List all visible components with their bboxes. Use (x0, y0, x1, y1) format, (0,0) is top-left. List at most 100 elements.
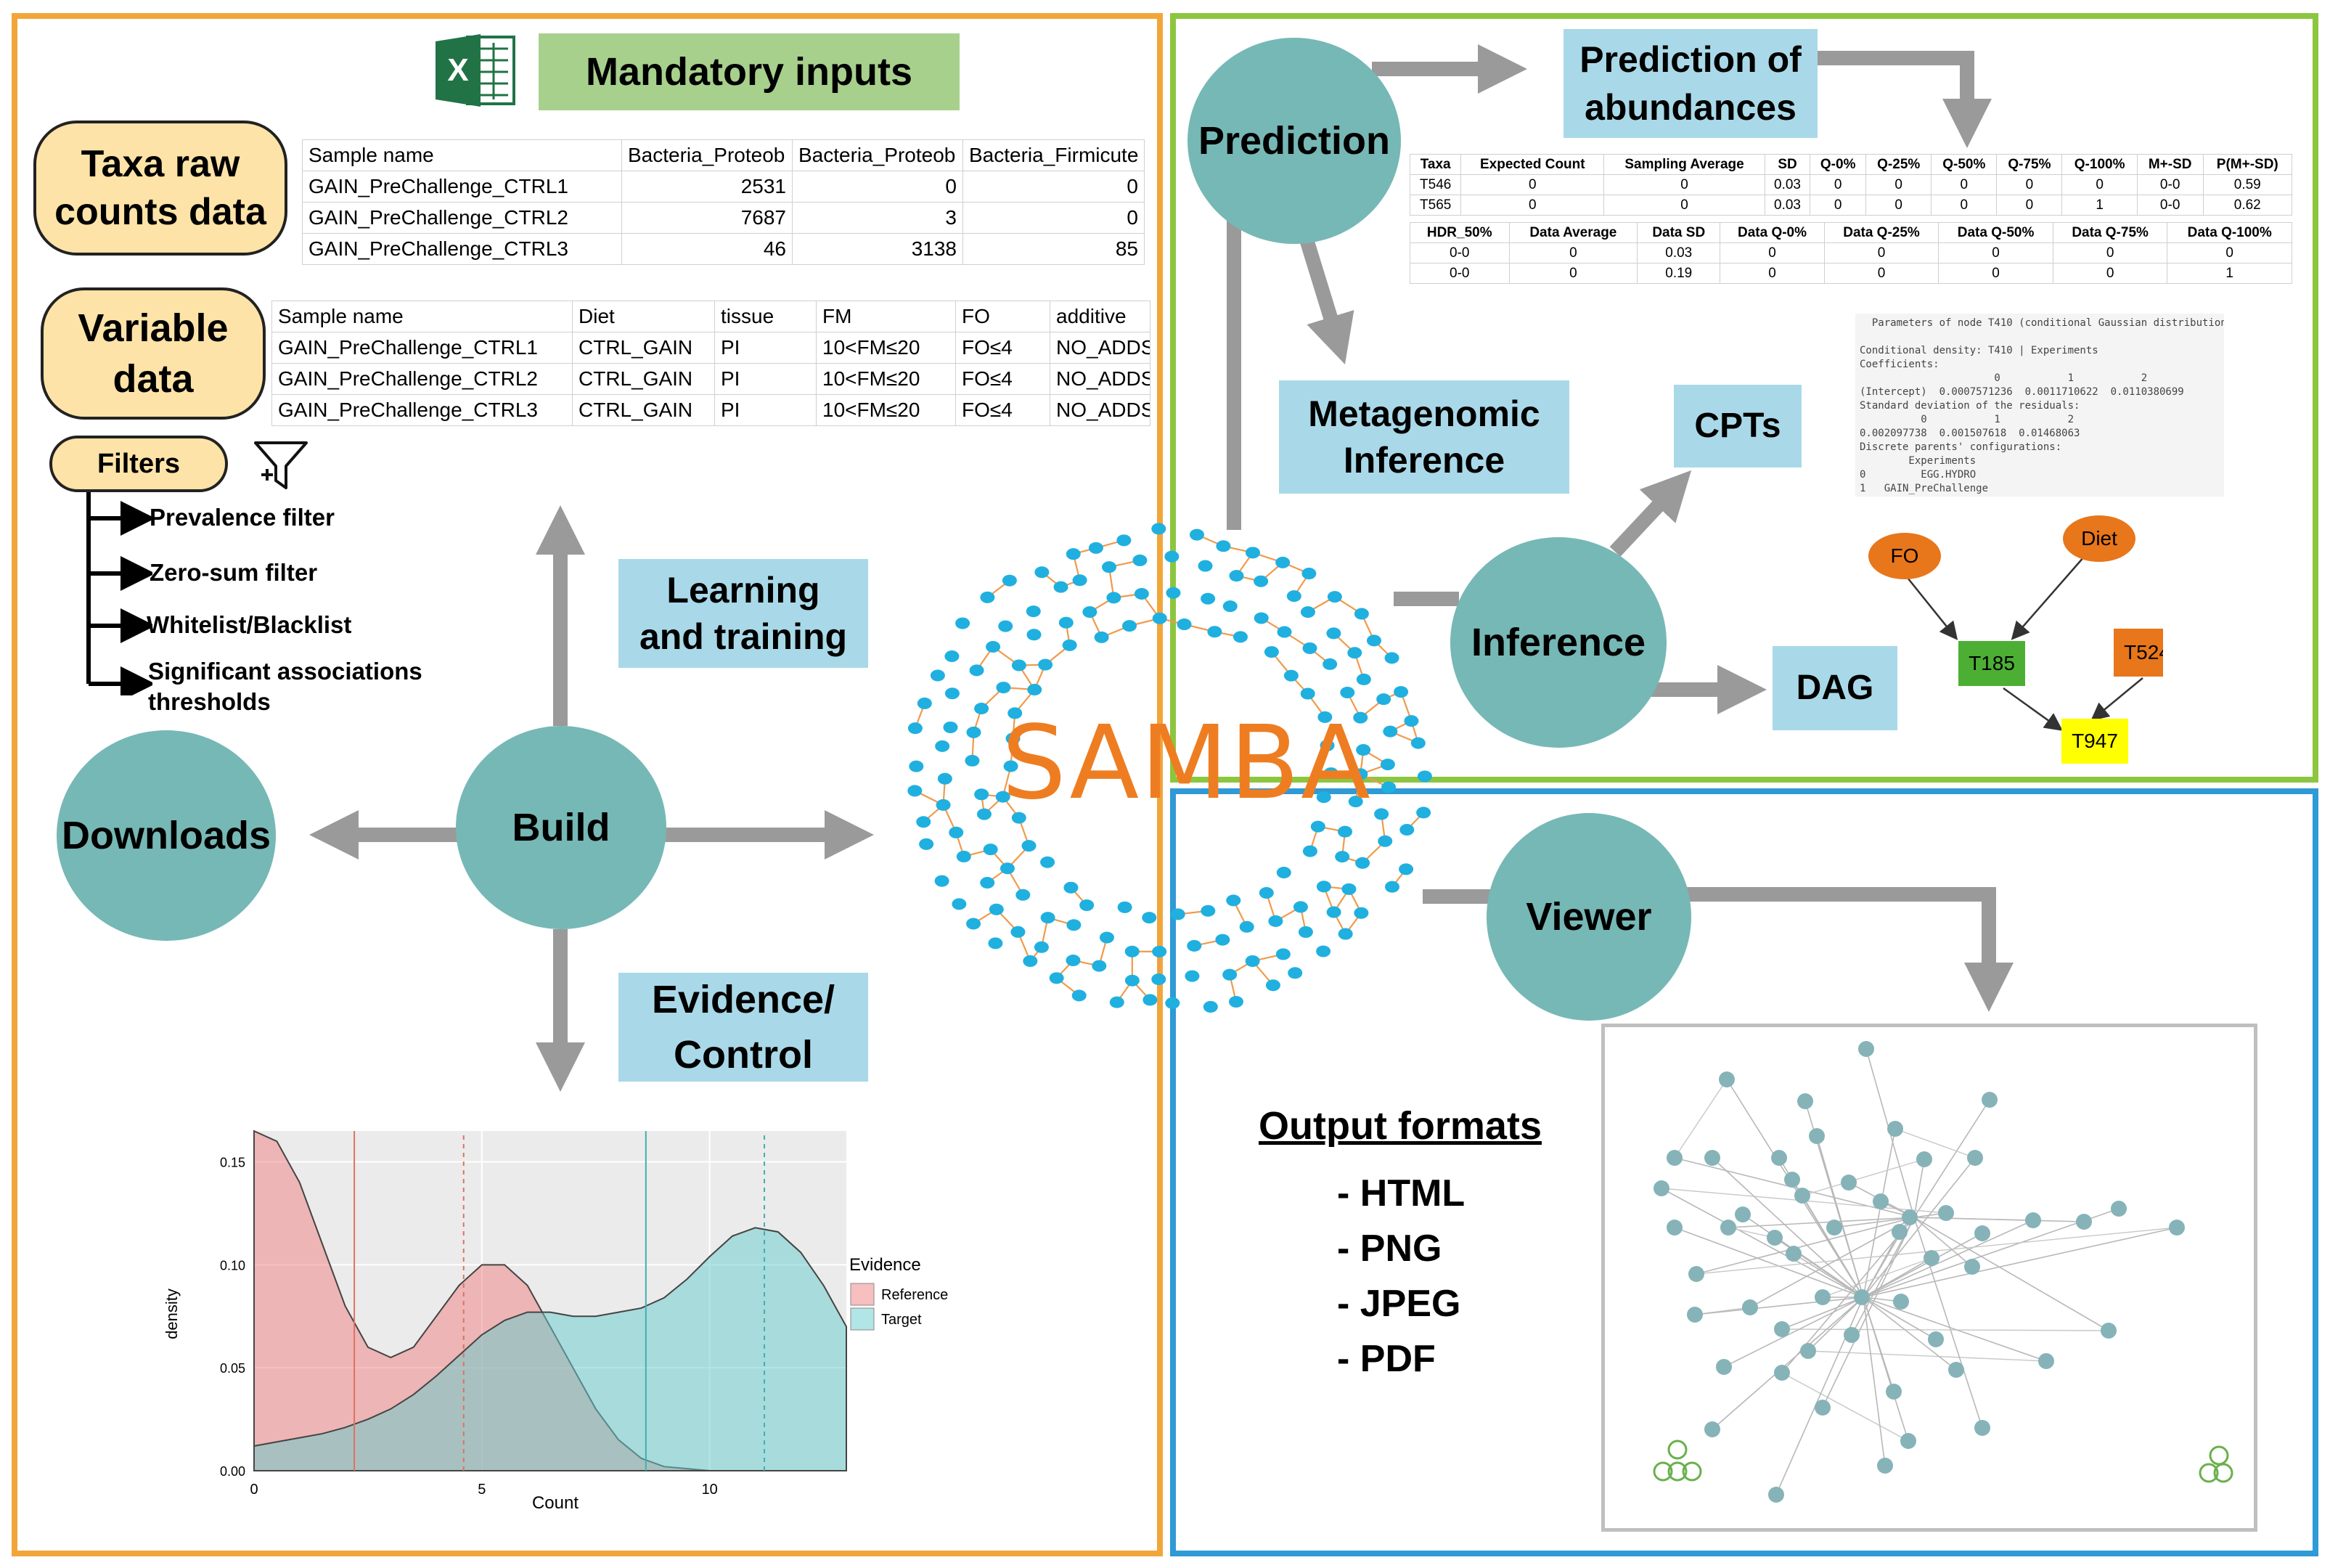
chart-x-label: Count (532, 1493, 579, 1513)
ring-node (949, 826, 964, 838)
samba-logo-text: SAMBA (1002, 704, 1372, 822)
ring-node (1320, 739, 1335, 751)
viewer-node (1892, 1224, 1908, 1240)
viewer-edges (1661, 1048, 2178, 1495)
table-header: Data Q-50% (1938, 222, 2053, 243)
output-format-item: - JPEG (1337, 1283, 1461, 1325)
ring-node (976, 808, 992, 820)
ring-node (1187, 939, 1202, 952)
ring-node (1245, 547, 1260, 559)
ring-node (1142, 994, 1158, 1006)
viewer-navigation-icon[interactable] (1653, 1440, 1702, 1482)
dag-node-t524: T524 (2124, 641, 2163, 663)
cpts-label: CPTs (1674, 385, 1802, 467)
ring-node (1106, 592, 1121, 604)
downloads-node: Downloads (57, 730, 276, 941)
ring-node (1286, 590, 1301, 603)
table-header: Expected Count (1460, 154, 1605, 175)
viewer-node (2111, 1201, 2127, 1217)
ring-node (1005, 732, 1021, 745)
viewer-node (1900, 1433, 1916, 1449)
ring-node (1222, 968, 1238, 981)
ring-node (1229, 570, 1244, 582)
table-row: 0-0 0 0.19 0 0 0 0 1 (1410, 263, 2292, 284)
viewer-node (1815, 1400, 1831, 1416)
table-cell: GAIN_PreChallenge_CTRL2 (271, 363, 573, 395)
viewer-node (2076, 1214, 2092, 1230)
viewer-node (1982, 1092, 1998, 1108)
viewer-edge (1913, 1159, 1925, 1218)
viewer-edge (1834, 1217, 1915, 1228)
table-cell: 0.19 (1637, 263, 1721, 284)
taxa-raw-counts-label: Taxa raw counts data (33, 121, 287, 256)
dag-node-t947-shape (2061, 719, 2128, 764)
table-row: GAIN_PreChallenge_CTRL3 46 3138 85 (302, 233, 1145, 265)
viewer-node (1873, 1193, 1889, 1209)
ring-node (1356, 744, 1371, 756)
ring-node (1071, 989, 1087, 1002)
table-cell: 0 (2061, 174, 2138, 195)
ring-node (1185, 970, 1200, 982)
x-tick-label: 5 (478, 1482, 486, 1498)
ring-node (1088, 542, 1103, 554)
ring-node (1011, 812, 1026, 824)
viewer-edge (1863, 1233, 1983, 1298)
viewer-edge (1802, 1195, 1864, 1298)
ring-node (1003, 760, 1018, 772)
mandatory-inputs-label: Mandatory inputs (539, 33, 960, 110)
ring-node (955, 617, 970, 629)
density-area-target (253, 1227, 847, 1471)
viewer-node (1826, 1220, 1842, 1236)
ring-node (1117, 901, 1132, 913)
table-cell: 0 (1931, 195, 1998, 216)
legend-label-reference: Reference (881, 1287, 948, 1303)
ring-node (1102, 561, 1117, 573)
filters-label: Filters (49, 436, 228, 492)
table-header: Bacteria_Proteob (792, 139, 963, 171)
viewer-edge (1696, 1227, 2178, 1275)
viewer-node (1794, 1188, 1810, 1204)
viewer-edge (1863, 1297, 2047, 1362)
viewer-node (1815, 1289, 1831, 1305)
table-header: Q-75% (1996, 154, 2063, 175)
ring-node (1381, 781, 1397, 793)
viewer-edge (1863, 1297, 1886, 1466)
ring-node (1404, 715, 1419, 727)
ring-node (1026, 629, 1042, 641)
table-cell: 0.03 (1764, 195, 1811, 216)
ring-node (974, 703, 989, 715)
inference-node: Inference (1450, 537, 1667, 748)
table-cell: 7687 (621, 202, 793, 234)
viewer-node (1774, 1365, 1790, 1381)
table-header: Q-25% (1865, 154, 1932, 175)
ring-node (1348, 796, 1363, 808)
table-header: Q-100% (2061, 154, 2138, 175)
viewer-node (1928, 1331, 1944, 1347)
table-header: Taxa (1409, 154, 1462, 175)
viewer-edge (1913, 1217, 2085, 1222)
viewer-edge (1863, 1297, 1937, 1340)
ring-node (937, 772, 952, 785)
taxa-table-header: Sample name Bacteria_Proteob Bacteria_Pr… (302, 139, 1145, 171)
viewer-edge (1863, 1231, 1900, 1298)
table-cell: 0 (1720, 263, 1825, 284)
viewer-node (1974, 1225, 1990, 1241)
ring-node (1132, 554, 1148, 566)
table-cell: 0.62 (2202, 195, 2293, 216)
table-cell: 3 (792, 202, 963, 234)
table-cell: 0 (1996, 195, 2063, 216)
viewer-node (1964, 1259, 1980, 1275)
ring-node (1301, 568, 1317, 580)
ring-node (1264, 646, 1279, 658)
ring-node (1326, 906, 1341, 918)
dag-graph: FO Diet T185 T524 T947 (1868, 515, 2163, 764)
table-cell: 0 (1865, 195, 1932, 216)
table-cell: 0 (1865, 174, 1932, 195)
viewer-node (1887, 1121, 1903, 1137)
viewer-zoom-icon[interactable] (2199, 1445, 2233, 1483)
table-row: T546 0 0 0.03 0 0 0 0 0 0-0 0.59 (1409, 174, 2293, 195)
ring-node (919, 838, 934, 850)
viewer-node (1771, 1150, 1787, 1166)
table-cell: PI (714, 363, 817, 395)
